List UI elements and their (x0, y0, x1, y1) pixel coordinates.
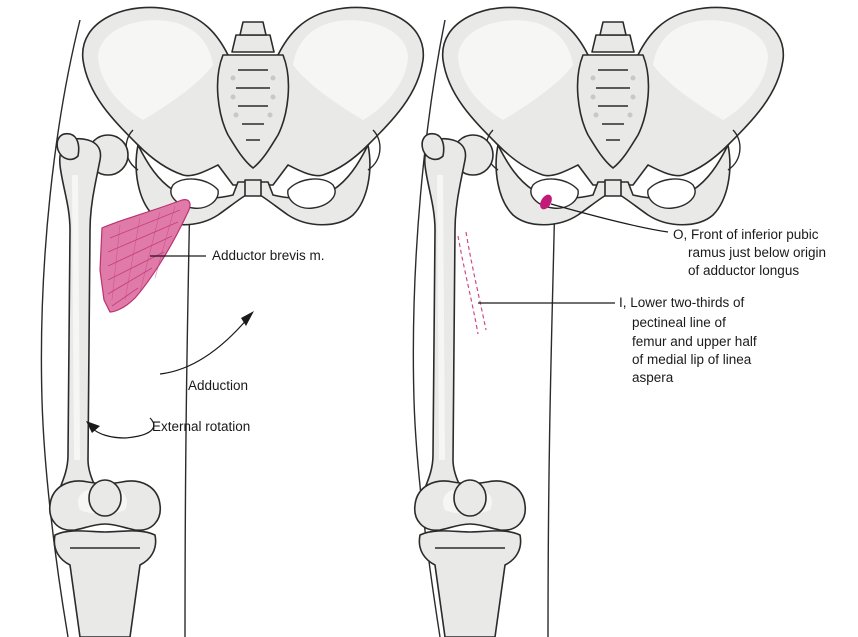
insertion-label-line3: femur and upper half (632, 334, 757, 349)
adductor-brevis-label: Adductor brevis m. (212, 248, 325, 263)
origin-leader-line (550, 203, 669, 233)
adduction-label: Adduction (188, 378, 248, 393)
insertion-label-line4: of medial lip of linea (632, 352, 752, 367)
origin-label-line3: of adductor longus (688, 263, 799, 278)
origin-label-line2: ramus just below origin (688, 245, 826, 260)
external-rotation-label: External rotation (152, 419, 250, 434)
right-panel: O, Front of inferior pubic ramus just be… (412, 6, 826, 637)
adduction-arrowhead (241, 311, 254, 326)
left-thigh-inner-outline (184, 189, 191, 637)
external-rotation-arrow (91, 417, 155, 439)
insertion-label-line5: aspera (632, 370, 674, 385)
insertion-label-line1: I, Lower two-thirds of (619, 295, 745, 310)
origin-mark (540, 194, 552, 210)
left-femur (48, 132, 162, 637)
left-thigh-outline (40, 19, 81, 637)
external-rotation-arrowhead (86, 421, 100, 433)
origin-label-line1: O, Front of inferior pubic (673, 227, 819, 242)
insertion-dashed-outline (457, 235, 479, 335)
right-thigh-inner-outline (547, 189, 556, 637)
adductor-brevis-muscle (99, 199, 191, 313)
left-pelvis (81, 6, 425, 226)
adduction-arrow (159, 317, 249, 375)
left-panel: Adductor brevis m. Adduction External ro… (40, 6, 425, 637)
right-pelvis (441, 6, 785, 226)
insertion-label-line2: pectineal line of (632, 315, 726, 330)
